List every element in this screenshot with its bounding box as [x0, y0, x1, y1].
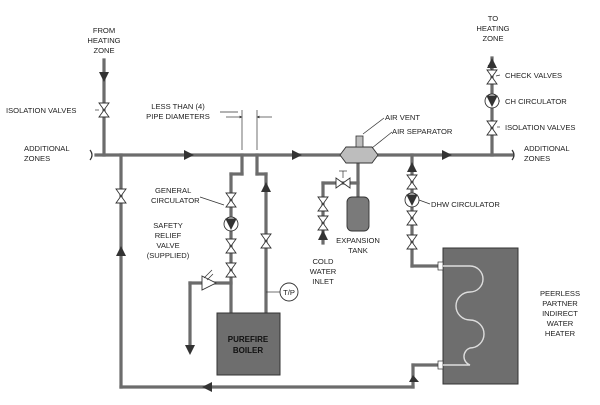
cold-water-valve-top — [317, 196, 329, 212]
from-heating-zone-line-2: HEATING — [87, 36, 120, 45]
dhw-circulator — [404, 192, 420, 208]
flow-arrow-dhw-up — [407, 162, 417, 172]
pipe-diameter-dimension — [220, 110, 272, 150]
flow-arrow-from-zone — [99, 72, 109, 82]
additional-zones-left-line-1: ADDITIONAL — [24, 144, 70, 153]
circulators — [223, 93, 500, 232]
safety-relief-line-4: (SUPPLIED) — [147, 251, 190, 260]
general-circulator-valve-bottom — [225, 238, 237, 254]
additional-zones-left-line-2: ZONES — [24, 154, 50, 163]
ch-circulator-label: CH CIRCULATOR — [505, 97, 567, 106]
water-heater — [437, 247, 519, 385]
flow-arrow-heater-return — [409, 375, 419, 382]
additional-zones-left-symbol — [89, 149, 93, 161]
boiler-supply-valve — [260, 233, 272, 249]
flow-arrow-return-up — [116, 246, 126, 256]
safety-relief-line-2: RELIEF — [155, 231, 182, 240]
flow-arrow-header-1 — [184, 150, 194, 160]
air-separator-label: AIR SEPARATOR — [392, 127, 453, 136]
boiler — [216, 312, 281, 376]
dhw-circulator-label: DHW CIRCULATOR — [431, 200, 500, 209]
water-heater-line-2: PARTNER — [542, 299, 578, 308]
air-vent-label: AIR VENT — [385, 113, 420, 122]
tp-label: T/P — [283, 288, 295, 297]
expansion-tank-line-2: TANK — [348, 246, 368, 255]
safety-relief-line-1: SAFETY — [153, 221, 183, 230]
labels: FROM HEATING ZONE TO HEATING ZONE ISOLAT… — [6, 14, 580, 355]
leader-lines — [199, 74, 501, 206]
air-separator — [339, 135, 379, 164]
less-than-4-line-2: PIPE DIAMETERS — [146, 112, 210, 121]
general-circulator-valve-top — [225, 192, 237, 208]
general-circulator-check-valve — [225, 262, 237, 278]
check-valve-right — [486, 69, 498, 85]
safety-relief-line-3: VALVE — [156, 241, 179, 250]
tp-gauge — [266, 282, 299, 302]
to-heating-zone-line-2: HEATING — [476, 24, 509, 33]
expansion-tank-line-1: EXPANSION — [336, 236, 380, 245]
air-vent — [355, 135, 364, 148]
to-heating-zone-line-3: ZONE — [482, 34, 503, 43]
cold-water-inlet-line-3: INLET — [312, 277, 334, 286]
additional-zones-right-symbol — [511, 149, 515, 161]
water-heater-line-5: HEATER — [545, 329, 576, 338]
dhw-valve-middle — [406, 210, 418, 226]
additional-zones-right-line-1: ADDITIONAL — [524, 144, 570, 153]
isolation-valve-right — [486, 120, 498, 136]
safety-relief-valve — [201, 275, 218, 291]
flow-arrows — [99, 58, 497, 392]
isolation-valves-right-label: ISOLATION VALVES — [505, 123, 575, 132]
flow-arrow-relief-drain — [185, 345, 195, 355]
valves — [95, 64, 498, 291]
flow-arrow-header-3 — [442, 150, 452, 160]
isolation-valves-left-label: ISOLATION VALVES — [6, 106, 76, 115]
return-loop-valve — [115, 188, 127, 204]
from-heating-zone-line-3: ZONE — [93, 46, 114, 55]
dhw-valve-bottom — [406, 234, 418, 250]
additional-zones-right-line-2: ZONES — [524, 154, 550, 163]
from-heating-zone-line-1: FROM — [93, 26, 115, 35]
heat-exchanger-coil — [443, 265, 485, 366]
water-heater-line-4: WATER — [547, 319, 574, 328]
expansion-tank — [346, 196, 370, 232]
flow-arrow-to-zone — [487, 58, 497, 68]
ch-circulator — [484, 93, 500, 109]
expansion-tank-valve — [335, 177, 351, 189]
cold-water-inlet-line-2: WATER — [310, 267, 337, 276]
flow-arrow-boiler-supply — [261, 182, 271, 192]
less-than-4-line-1: LESS THAN (4) — [151, 102, 205, 111]
flow-arrow-cold-water — [318, 230, 328, 240]
general-circulator — [223, 216, 239, 232]
to-heating-zone-line-1: TO — [488, 14, 499, 23]
cold-water-inlet-line-1: COLD — [312, 257, 334, 266]
boiler-label-line-1: PUREFIRE — [228, 335, 269, 344]
isolation-valve-left — [98, 102, 110, 118]
water-heater-line-3: INDIRECT — [542, 309, 578, 318]
dhw-valve-top — [406, 174, 418, 190]
general-circulator-line-2: CIRCULATOR — [151, 196, 200, 205]
cold-water-valve-bottom — [317, 215, 329, 231]
boiler-label-line-2: BOILER — [233, 346, 263, 355]
water-heater-line-1: PEERLESS — [540, 289, 580, 298]
flow-arrow-bottom-return — [202, 382, 212, 392]
general-circulator-line-1: GENERAL — [155, 186, 191, 195]
flow-arrow-header-2 — [292, 150, 302, 160]
check-valves-label: CHECK VALVES — [505, 71, 562, 80]
